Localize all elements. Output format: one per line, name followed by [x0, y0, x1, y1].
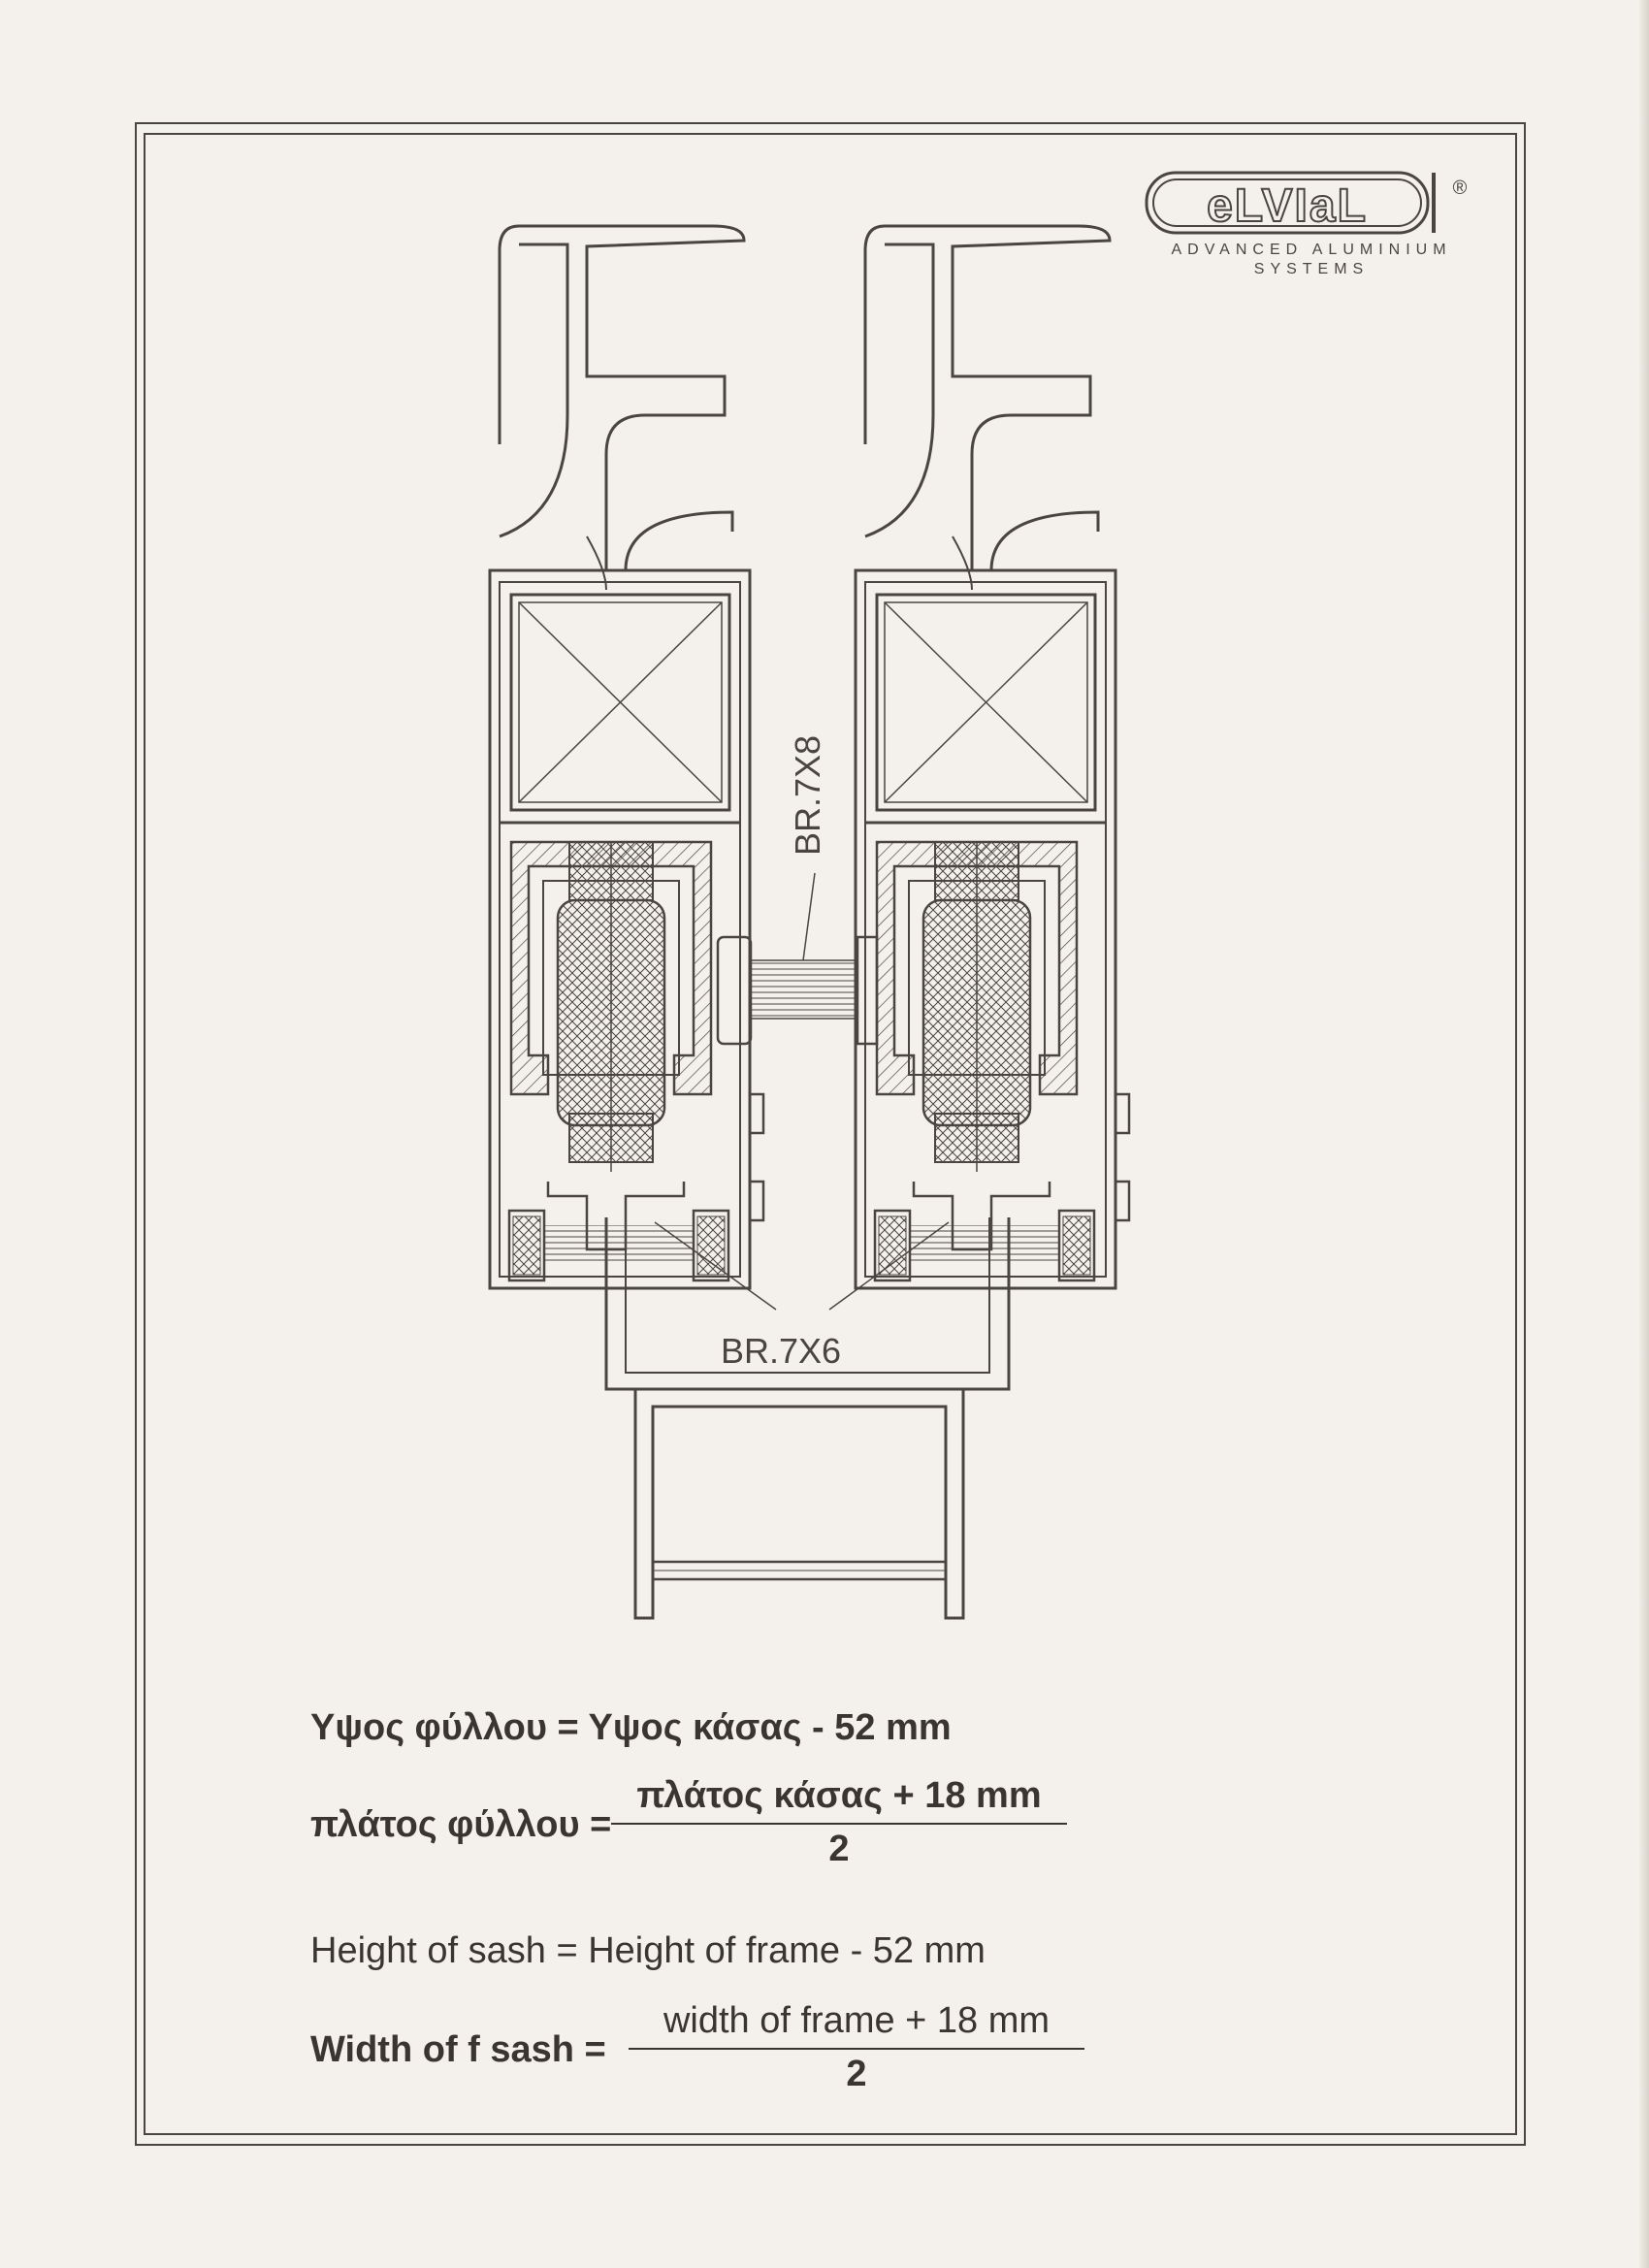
center-interlock-gasket — [716, 872, 879, 1046]
left-sash-profile — [488, 224, 765, 1290]
label-br-7x6: BR.7X6 — [721, 1331, 841, 1371]
formula-greek-width-denominator: 2 — [828, 1829, 850, 1869]
right-sash-profile — [854, 224, 1131, 1290]
drawing-border-inner — [144, 133, 1517, 2135]
bottom-track-profile — [604, 1217, 1011, 1620]
formula-greek-height: Υψος φύλλου = Υψος κάσας - 52 mm — [310, 1707, 952, 1748]
brand-logo: eLVIaL ® ADVANCED ALUMINIUM SYSTEMS — [1145, 171, 1480, 287]
formula-english-width-lhs: Width of f sash = — [310, 2029, 606, 2070]
page-edge — [1639, 0, 1649, 2268]
formula-greek-width-lhs: πλάτος φύλλου = — [310, 1804, 612, 1845]
brand-tagline-2: SYSTEMS — [1254, 261, 1369, 277]
formula-english-width-denominator: 2 — [846, 2054, 867, 2094]
elvial-logo-mark: eLVIaL ® ADVANCED ALUMINIUM SYSTEMS — [1145, 171, 1468, 277]
formula-english-width-fraction: width of frame + 18 mm 2 — [629, 2000, 1084, 2095]
drawing-border-outer — [135, 122, 1526, 2146]
formula-greek-width-numerator: πλάτος κάσας + 18 mm — [611, 1775, 1067, 1825]
formula-english-width-numerator: width of frame + 18 mm — [629, 2000, 1084, 2050]
brand-name: eLVIaL — [1207, 180, 1368, 232]
brand-tagline-1: ADVANCED ALUMINIUM — [1171, 242, 1451, 258]
formula-greek-width-fraction: πλάτος κάσας + 18 mm 2 — [611, 1775, 1067, 1870]
label-br-7x8: BR.7X8 — [788, 735, 827, 856]
profile-section-drawing: BR.7X8 BR.7X6 — [488, 224, 1131, 1620]
sash-dimension-formulas: Υψος φύλλου = Υψος κάσας - 52 mm πλάτος … — [0, 1688, 1649, 2115]
registered-mark: ® — [1453, 178, 1468, 199]
formula-english-height: Height of sash = Height of frame - 52 mm — [310, 1930, 986, 1971]
